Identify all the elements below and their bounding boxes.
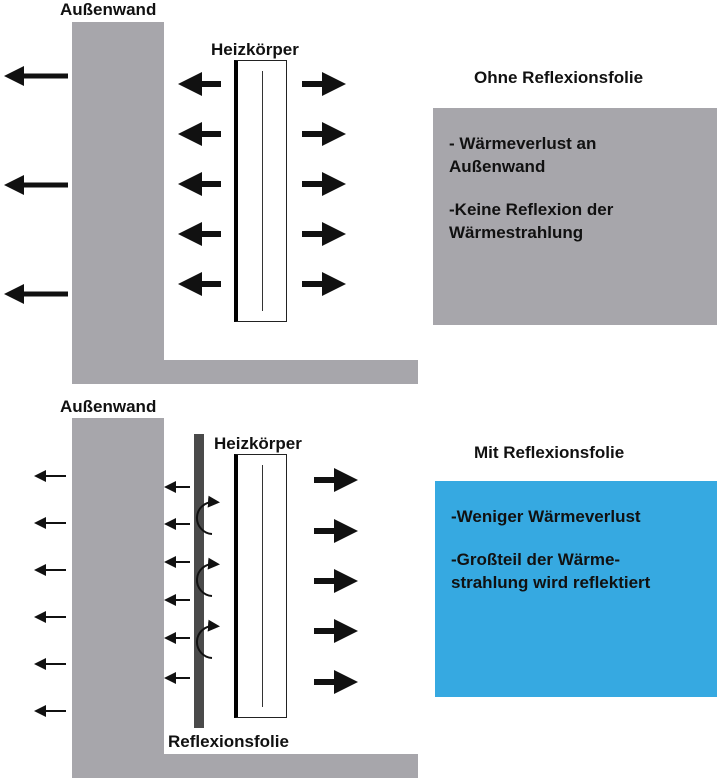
bottom-radiator-label: Heizkörper [214,434,302,453]
curved-reflection-arrow-icon-2 [196,557,220,597]
reflection-foil [194,434,204,728]
bottom-floor [72,754,418,778]
top-wall-label: Außenwand [60,0,157,19]
top-floor [72,360,418,384]
top-info-box: - Wärmeverlust an Außenwand -Keine Refle… [433,108,717,325]
top-info-line-1: - Wärmeverlust an Außenwand [449,134,597,176]
bottom-info-box: -Weniger Wärmeverlust -Großteil der Wärm… [435,481,717,697]
top-info-line-2: -Keine Reflexion der Wärmestrahlung [449,200,614,242]
top-radiator [234,60,287,322]
bottom-wall-label: Außenwand [60,397,157,416]
bottom-radiator [234,454,287,718]
bottom-wall [72,418,164,778]
curved-reflection-arrow-icon-1 [196,495,220,535]
foil-label: Reflexionsfolie [168,732,289,751]
top-wall [72,22,164,384]
top-radiator-label: Heizkörper [211,40,299,59]
bottom-info-line-1: -Weniger Wärmeverlust [451,507,641,526]
top-title: Ohne Reflexionsfolie [474,68,644,87]
bottom-info-line-2: -Großteil der Wärme- strahlung wird refl… [451,550,651,592]
bottom-title: Mit Reflexionsfolie [474,443,625,462]
curved-reflection-arrow-icon-3 [196,619,220,659]
